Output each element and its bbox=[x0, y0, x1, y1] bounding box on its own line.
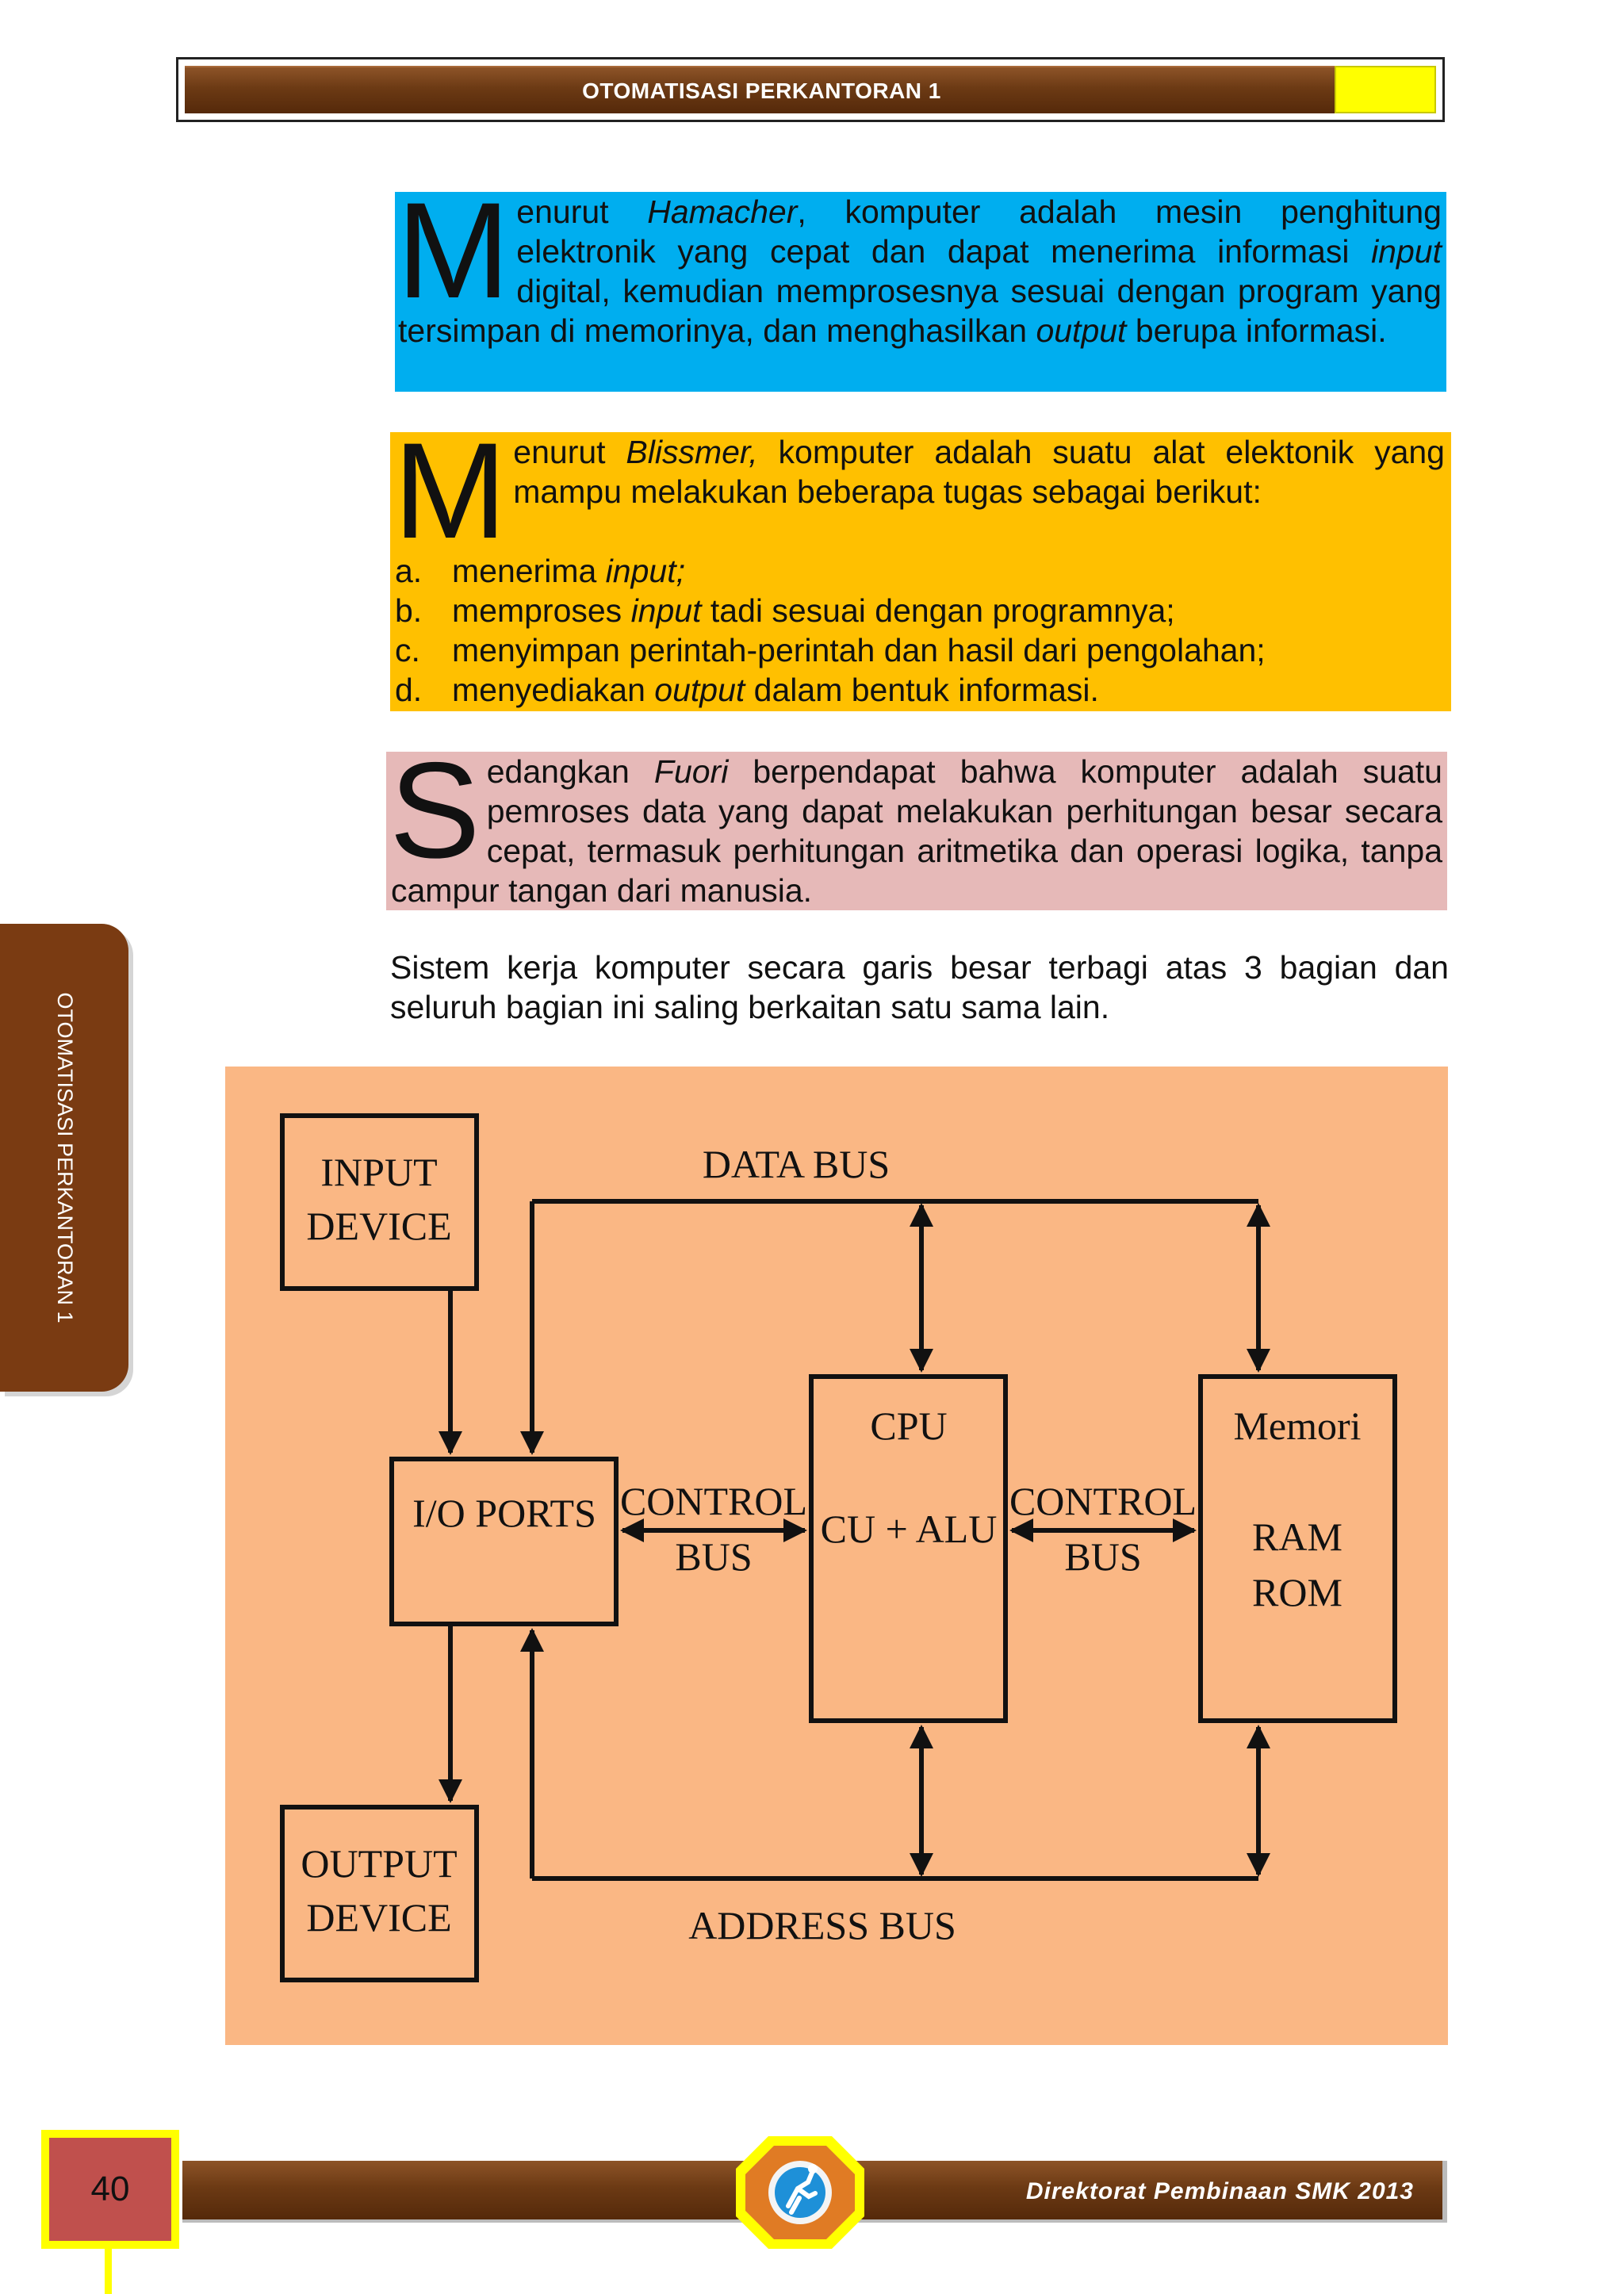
side-chapter-label: OTOMATISASI PERKANTORAN 1 bbox=[53, 992, 77, 1323]
control-bus-right-label-1: CONTROL bbox=[1009, 1479, 1197, 1523]
list-key: b. bbox=[395, 592, 423, 629]
side-chapter-tab bbox=[0, 924, 128, 1392]
summary-paragraph: Sistem kerja komputer secara garis besar… bbox=[390, 949, 1449, 1025]
task-list: a. menerima input; b. memproses input tadi… bbox=[395, 546, 1445, 710]
list-key: c. bbox=[395, 632, 420, 668]
list-key: d. bbox=[395, 672, 423, 708]
text-run: digital, kemudian memprosesnya sesuai de… bbox=[398, 273, 1442, 349]
list-key: a. bbox=[395, 553, 423, 589]
list-item: a. menerima input; bbox=[395, 551, 1445, 591]
output-device-label-1: OUTPUT bbox=[301, 1841, 457, 1886]
data-bus-label: DATA BUS bbox=[703, 1142, 890, 1186]
term: input bbox=[630, 592, 702, 629]
list-item: c. menyimpan perintah-perintah dan hasil … bbox=[395, 630, 1445, 670]
header-bar: OTOMATISASI PERKANTORAN 1 bbox=[185, 66, 1339, 113]
cpu-subtitle: CU + ALU bbox=[821, 1507, 998, 1551]
page-number-box: 40 bbox=[41, 2130, 179, 2249]
drop-cap: M bbox=[393, 415, 508, 567]
term: input; bbox=[605, 553, 685, 589]
list-item: b. memproses input tadi sesuai dengan pro… bbox=[395, 591, 1445, 630]
author-name: Hamacher bbox=[647, 193, 798, 230]
memori-ram: RAM bbox=[1252, 1515, 1342, 1559]
author-name: Blissmer, bbox=[626, 434, 758, 470]
memori-title: Memori bbox=[1233, 1404, 1361, 1448]
page-number-line bbox=[105, 2249, 112, 2294]
computer-architecture-diagram: INPUT DEVICE I/O PORTS CPU CU + ALU Memo… bbox=[225, 1067, 1448, 2045]
address-bus-label: ADDRESS BUS bbox=[688, 1903, 956, 1947]
output-device-label-2: DEVICE bbox=[306, 1895, 451, 1940]
text-run: menyediakan bbox=[452, 672, 655, 708]
text-run: berupa informasi. bbox=[1126, 312, 1387, 349]
list-item: d. menyediakan output dalam bentuk inform… bbox=[395, 670, 1445, 710]
author-name: Fuori bbox=[653, 753, 729, 790]
io-ports-box bbox=[389, 1457, 619, 1626]
text-run: tadi sesuai dengan programnya; bbox=[701, 592, 1175, 629]
cpu-box bbox=[809, 1374, 1008, 1723]
output-device-box bbox=[280, 1805, 479, 1982]
input-device-label-2: DEVICE bbox=[306, 1204, 451, 1248]
text-run: enurut bbox=[516, 193, 648, 230]
control-bus-left-label-1: CONTROL bbox=[620, 1479, 807, 1523]
footer-publisher: Direktorat Pembinaan SMK 2013 bbox=[1025, 2178, 1414, 2204]
term: output bbox=[654, 672, 745, 708]
smk-logo-icon bbox=[736, 2136, 864, 2249]
text-run: menyimpan perintah-perintah dan hasil da… bbox=[452, 632, 1266, 668]
control-bus-right-label-2: BUS bbox=[1064, 1534, 1141, 1579]
memori-rom: ROM bbox=[1252, 1570, 1342, 1614]
term-input: input bbox=[1371, 233, 1442, 270]
text-run: berpendapat bahwa komputer adalah suatu … bbox=[391, 753, 1442, 909]
input-device-label-1: INPUT bbox=[320, 1150, 437, 1194]
page-number: 40 bbox=[49, 2138, 171, 2241]
memori-box bbox=[1198, 1374, 1397, 1723]
text-run: edangkan bbox=[486, 753, 654, 790]
cpu-title: CPU bbox=[870, 1404, 947, 1448]
text-run: menerima bbox=[452, 553, 606, 589]
text-run: memproses bbox=[452, 592, 631, 629]
text-run: dalam bentuk informasi. bbox=[745, 672, 1099, 708]
text-run: komputer adalah suatu alat elektonik yan… bbox=[513, 434, 1445, 510]
control-bus-left-label-2: BUS bbox=[675, 1534, 752, 1579]
text-run: , komputer adalah mesin penghitung elekt… bbox=[516, 193, 1442, 270]
diagram-svg: INPUT DEVICE I/O PORTS CPU CU + ALU Memo… bbox=[280, 1113, 1397, 1982]
input-device-box bbox=[280, 1113, 479, 1291]
io-ports-label: I/O PORTS bbox=[412, 1491, 596, 1535]
drop-cap: M bbox=[396, 174, 511, 327]
header-accent bbox=[1335, 66, 1436, 113]
header-title: OTOMATISASI PERKANTORAN 1 bbox=[582, 79, 941, 103]
term-output: output bbox=[1036, 312, 1127, 349]
drop-cap: S bbox=[389, 734, 481, 887]
page-header: OTOMATISASI PERKANTORAN 1 bbox=[176, 57, 1445, 122]
text-run: enurut bbox=[513, 434, 626, 470]
